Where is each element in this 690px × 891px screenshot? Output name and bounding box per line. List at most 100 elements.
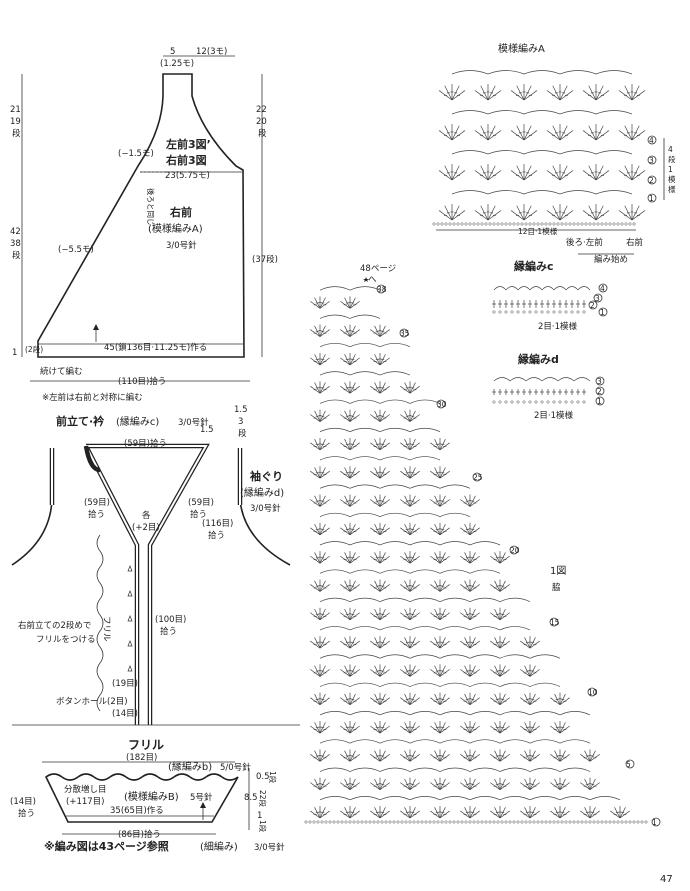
frill-pick: (182目): [126, 753, 157, 763]
chain-arc: [379, 512, 411, 518]
chain-arc: [379, 456, 411, 461]
chain-stitch: [380, 820, 384, 824]
chain-arc: [499, 597, 531, 602]
chain-stitch: [524, 222, 528, 226]
row-mark: 3: [649, 156, 654, 165]
chain-stitch: [532, 222, 536, 226]
chain-stitch: [534, 310, 538, 314]
chain-stitch: [612, 820, 616, 824]
chain-arc: [529, 682, 561, 687]
chain-arc: [349, 569, 381, 574]
right-front-schematic: 5 (1.25モ) 12(3モ) 21 19 段 42 38 段 1 (2段) …: [10, 47, 278, 403]
chain-arc: [379, 739, 411, 744]
chain-stitch: [440, 820, 444, 824]
chain-stitch: [564, 400, 568, 404]
frill-note: ※編み図は43ページ参照: [44, 839, 169, 853]
chain-stitch: [468, 222, 472, 226]
row-mark: 3: [595, 294, 600, 303]
dim-top-right: 12(3モ): [196, 47, 227, 57]
chain-arc: [559, 190, 597, 195]
chain-arc: [349, 286, 381, 291]
chain-stitch: [548, 222, 552, 226]
chain-arc: [517, 286, 531, 291]
chain-stitch: [608, 222, 612, 226]
chain-stitch: [580, 820, 584, 824]
chain-stitch: [328, 820, 332, 824]
chain-arc: [319, 427, 351, 433]
chain-stitch: [564, 820, 568, 824]
chain-arc: [409, 654, 441, 659]
row-mark: 1: [652, 818, 657, 827]
chain-arc: [523, 110, 561, 115]
front-band-schematic: 前立て·衿 (縁編みc) 3/0号針 フリル 右前立ての2段めで フリルをつける…: [11, 405, 300, 726]
chain-arc: [319, 739, 351, 744]
chain-stitch: [544, 820, 548, 824]
chain-stitch: [576, 820, 580, 824]
start-label: 編み始め: [594, 254, 628, 265]
chain-stitch: [528, 310, 532, 314]
dim-h-main-unit: 段: [12, 250, 21, 261]
back-left-front: 後ろ·左前: [566, 237, 603, 248]
chain-arc: [379, 569, 411, 574]
pick-116: (116目): [202, 519, 233, 529]
w-15b: 1.5: [234, 405, 248, 415]
chain-arc: [319, 512, 351, 518]
chain-arc: [409, 427, 441, 433]
frill-arrow-head: [200, 802, 206, 808]
chain-stitch: [584, 820, 588, 824]
row-mark: 2: [597, 387, 602, 396]
chain-stitch: [436, 820, 440, 824]
band-body-outline: [11, 448, 53, 566]
chain-stitch: [516, 310, 520, 314]
row-mark: 3: [597, 377, 602, 386]
chain-arc: [499, 711, 531, 716]
dim-top-left: 5: [170, 47, 175, 57]
frill-h22: 22段: [258, 790, 268, 808]
to-page: 48ページ: [360, 264, 396, 274]
chain-arc: [409, 711, 441, 716]
chain-stitch: [522, 400, 526, 404]
chain-stitch: [546, 400, 550, 404]
chain-arc: [439, 569, 471, 574]
chain-stitch: [580, 222, 584, 226]
chain-stitch: [582, 310, 586, 314]
chain-stitch: [620, 222, 624, 226]
chain-arc: [439, 654, 471, 659]
chain-arc: [439, 711, 471, 716]
chain-stitch: [504, 310, 508, 314]
chain-arc: [319, 767, 351, 772]
chain-stitch: [484, 820, 488, 824]
frill-label: フリル: [101, 616, 111, 642]
dec-left-small: (−1.5モ): [118, 149, 154, 159]
chain-stitch: [546, 310, 550, 314]
chain-stitch: [560, 820, 564, 824]
chain-stitch: [512, 222, 516, 226]
chain-arc: [349, 314, 381, 319]
chain-arc: [349, 739, 381, 744]
chain-stitch: [544, 222, 548, 226]
chain-arc: [439, 739, 471, 744]
chain-arc: [379, 597, 411, 602]
front-band-needle: 3/0号針: [178, 417, 209, 428]
chain-stitch: [568, 222, 572, 226]
chain-stitch: [488, 820, 492, 824]
chain-arc: [409, 512, 441, 518]
mirror-note: ※左前は右前と対称に編む: [42, 392, 143, 403]
chain-arc: [499, 795, 531, 801]
frill-title: フリル: [128, 738, 164, 752]
frill-cast: 35(65目)作る: [110, 805, 164, 816]
edge-c-repeat: 2目·1模様: [538, 321, 578, 332]
chain-arc: [349, 767, 381, 772]
chain-stitch: [348, 820, 352, 824]
chain-stitch: [448, 222, 452, 226]
chain-stitch: [316, 820, 320, 824]
chain-stitch: [344, 820, 348, 824]
chain-stitch: [376, 820, 380, 824]
chain-arc: [439, 597, 471, 602]
chart-1-title: 1図: [550, 565, 566, 577]
row-mark: 38: [377, 285, 387, 294]
chain-stitch: [558, 400, 562, 404]
front-band-title: 前立て·衿: [56, 414, 104, 428]
chain-arc: [559, 739, 591, 744]
